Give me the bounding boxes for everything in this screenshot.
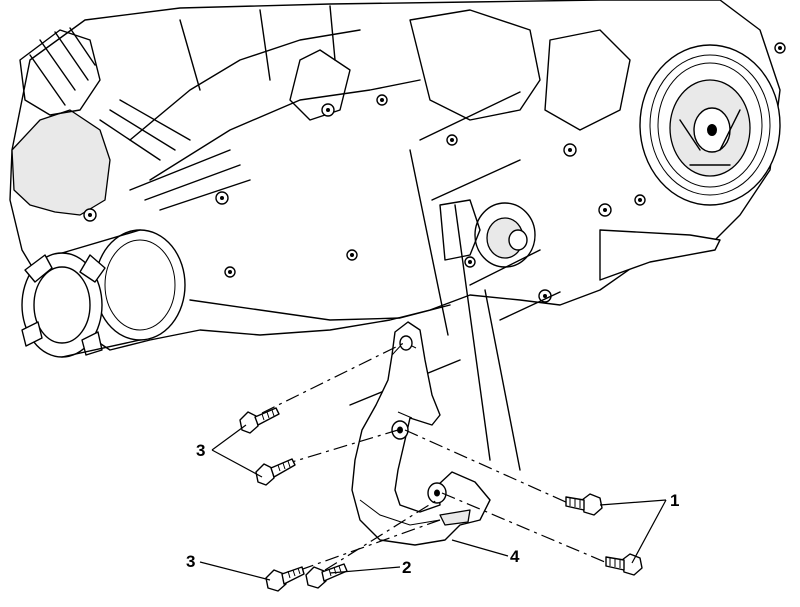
bolt-3-upper-a	[239, 407, 280, 434]
bolt-2	[305, 563, 348, 589]
bracket-part	[351, 321, 491, 546]
leader-lines	[199, 424, 667, 581]
axle-flange	[21, 229, 186, 358]
bolt-3-upper-b	[255, 458, 296, 486]
pump-hub	[439, 199, 536, 268]
callout-4: 4	[510, 547, 520, 566]
bolt-centerlines	[261, 342, 613, 571]
engine-bolts	[83, 42, 786, 303]
callout-3-upper: 3	[196, 441, 205, 460]
bolt-1-upper	[565, 493, 603, 516]
bolt-3-lower	[265, 566, 305, 592]
callout-1: 1	[670, 491, 679, 510]
bolt-1-lower	[605, 553, 643, 576]
callout-2: 2	[402, 558, 411, 577]
crankshaft-pulley	[639, 44, 781, 206]
engine-assembly	[9, 0, 786, 358]
callout-3-lower: 3	[186, 552, 195, 571]
